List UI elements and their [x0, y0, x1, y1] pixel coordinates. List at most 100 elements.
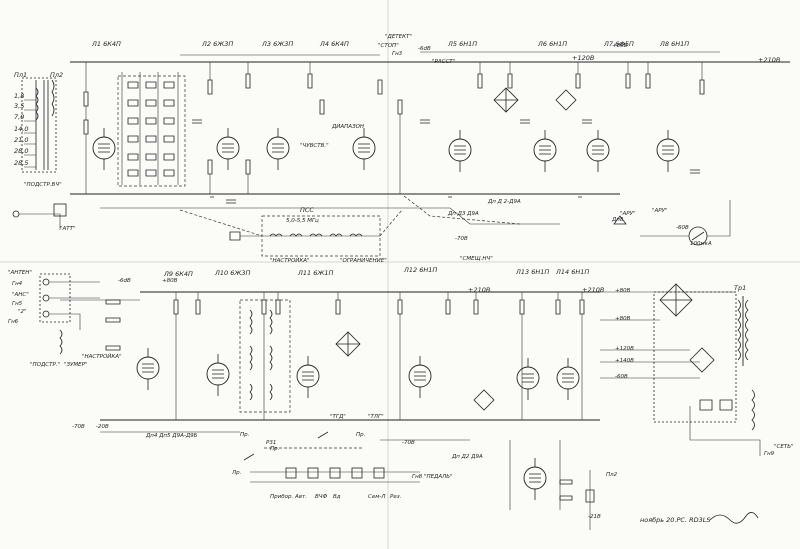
schematic-label: Л13 6Н1П	[515, 268, 549, 276]
schematic-label: "СЕТЬ"	[774, 444, 794, 450]
power-supply	[600, 283, 761, 456]
schematic-label: Дп Д 2-Д9А	[487, 199, 521, 205]
schematic-label: -70В	[402, 440, 415, 446]
schematic-label: Дп4 Дп5 Д9А-Д9Б	[145, 433, 198, 439]
lower-components	[105, 292, 585, 420]
signature-mark	[709, 512, 759, 524]
schematic-label: ДИАПАЗОН	[331, 124, 364, 130]
schematic-label: +80В	[615, 316, 631, 322]
schematic-label: Пл1	[14, 71, 27, 79]
vacuum-tube	[266, 128, 290, 170]
schematic-label: Р31	[266, 440, 276, 446]
schematic-label: Гн9	[764, 451, 775, 457]
schematic-label: Гн5	[12, 301, 23, 307]
schematic-label: +210В	[468, 286, 491, 294]
vacuum-tube	[216, 128, 240, 170]
schematic-label: Сем-Л	[368, 494, 386, 500]
schematic-label: Гн8 "ПЕДАЛЬ"	[412, 474, 453, 480]
schematic-label: Пл2	[606, 472, 618, 478]
bottom-chain	[509, 440, 595, 530]
vacuum-tube	[523, 458, 547, 500]
tube-layer	[92, 128, 680, 500]
schematic-label: 14,0	[14, 125, 28, 133]
schematic-label: Пл2	[50, 71, 63, 79]
schematic-label: Дп8	[611, 217, 624, 223]
rail-lower-bias	[100, 431, 470, 441]
schematic-label: "ПОДСТР.ВЧ"	[24, 182, 62, 188]
antenna-input	[39, 273, 100, 355]
tuning-links-upper	[179, 209, 403, 237]
schematic-label: +210В	[758, 56, 781, 64]
input-jack	[12, 203, 67, 230]
schematic-label: +140В	[615, 358, 634, 364]
schematic-label: "АРУ"	[652, 208, 668, 214]
schematic-label: "ЗУМЕР"	[64, 362, 87, 368]
schematic-label: +120В	[615, 346, 634, 352]
band-switch-block-left	[21, 77, 57, 173]
schematic-label: ноябрь 20.РС. RD3LS	[640, 516, 711, 524]
schematic-label: "АНТЕН"	[8, 270, 32, 276]
schematic-label: -70В	[72, 424, 85, 430]
schematic-label: 5,0-5,5 МГц	[286, 218, 319, 224]
diode-bridges-upper	[493, 87, 577, 113]
schematic-label: -6dB	[418, 46, 431, 52]
schematic-label: -60В	[615, 374, 628, 380]
schematic-label: ПСС	[300, 206, 314, 214]
vacuum-tube	[656, 130, 680, 172]
schematic-label: Л10 6Ж3П	[214, 269, 250, 277]
upper-components	[83, 62, 705, 204]
schematic-label: Гн4	[12, 281, 23, 287]
schematic-label: Рез.	[390, 494, 402, 500]
schematic-label: -6dB	[118, 278, 131, 284]
schematic-label: 21,0	[14, 136, 28, 144]
vacuum-tube	[136, 348, 160, 390]
schematic-label: "2"	[18, 309, 27, 315]
vacuum-tube	[352, 128, 376, 170]
schematic-label: Тр1	[734, 284, 746, 292]
schematic-label: Прибор. Авт.	[270, 494, 307, 500]
rail-top-2	[180, 51, 720, 56]
schematic-label: "ОГРАНИЧЕНИЕ"	[340, 258, 387, 264]
schematic-label: 1,8	[14, 92, 24, 100]
rail-upper-bias	[100, 207, 560, 225]
schematic-label: +210В	[582, 286, 605, 294]
schematic-label: "НАСТРОЙКА"	[82, 353, 122, 360]
schematic-label: +80В	[615, 288, 631, 294]
switch-row-bottom	[243, 431, 420, 483]
schematic-label: Л8 6Н1П	[659, 40, 689, 48]
vacuum-tube	[556, 358, 580, 400]
vacuum-tube	[296, 356, 320, 398]
schematic-label: "АТТ"	[60, 226, 76, 232]
vacuum-tube	[586, 130, 610, 172]
schematic-label: +80В	[162, 278, 178, 284]
schematic-label: -20В	[96, 424, 109, 430]
diode-bridges-lower	[335, 331, 495, 411]
schematic-label: Дп Д2 Д9А	[451, 454, 483, 460]
schematic-label: +80В	[612, 43, 628, 49]
schematic-label: +120В	[572, 54, 595, 62]
schematic-label: "СТОП"	[378, 43, 399, 49]
schematic-label: "АНС"	[12, 292, 29, 298]
schematic-label: Л12 6Н1П	[403, 266, 437, 274]
schematic-label: ВЧФ	[315, 494, 328, 500]
vacuum-tube	[448, 130, 472, 172]
schematic-label: "НАСТРОЙКА"	[270, 257, 310, 264]
schematic-label: "ТЛГ"	[368, 414, 384, 420]
if-filter-bank	[229, 215, 381, 257]
schematic-label: "ПОДСТР."	[30, 362, 60, 368]
schematic-label: 28,0	[14, 147, 28, 155]
tuning-link-mid	[403, 195, 521, 225]
schematic-label: Л3 6Ж3П	[261, 40, 293, 48]
schematic-label: Л11 6Ж1П	[297, 269, 333, 277]
schematic-label: 100мкА	[690, 241, 712, 247]
schematic-label: Гн3	[392, 51, 403, 57]
vacuum-tube	[516, 358, 540, 400]
schematic-label: -21В	[588, 514, 601, 520]
schematic-label: Л9 6К4П	[163, 270, 193, 278]
rf-filter-columns	[117, 72, 186, 187]
schematic-label: "ТГД"	[330, 414, 346, 420]
schematic-label: Вд	[333, 494, 341, 500]
